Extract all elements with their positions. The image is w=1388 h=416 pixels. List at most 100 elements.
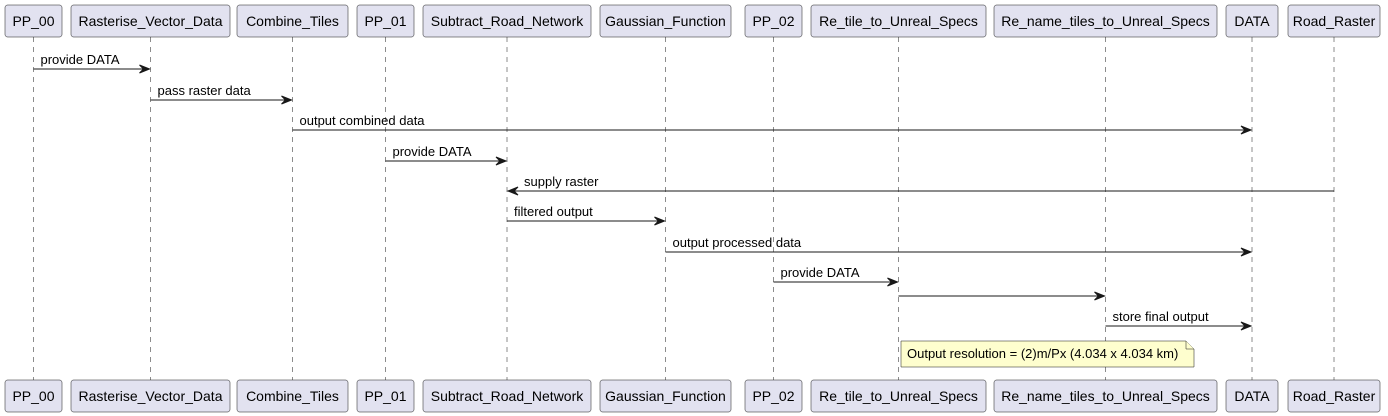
arrowhead [1094, 291, 1106, 301]
participant-top-p2: Combine_Tiles [236, 4, 349, 38]
note-fold [1185, 341, 1194, 350]
message-4: supply raster [506, 174, 1334, 196]
message-label: pass raster data [158, 83, 252, 98]
participant-label: DATA [1234, 388, 1270, 404]
participant-box [236, 4, 349, 38]
participant-box [993, 379, 1218, 413]
participant-bottom-p1: Rasterise_Vector_Data [70, 379, 231, 413]
note: Output resolution = (2)m/Px (4.034 x 4.0… [900, 340, 1195, 368]
participants-top: PP_00 Rasterise_Vector_Data Combine_Tiles P… [4, 4, 1381, 38]
participant-label: Re_name_tiles_to_Unreal_Specs [1001, 13, 1210, 29]
message-label: output processed data [673, 235, 802, 250]
message-label: supply raster [524, 174, 599, 189]
participant-top-p9: DATA [1225, 4, 1279, 38]
message-3: provide DATA [385, 144, 508, 166]
arrowhead [495, 156, 508, 166]
message-7: provide DATA [773, 265, 899, 287]
message-label: provide DATA [393, 144, 472, 159]
participant-top-p5: Gaussian_Function [599, 4, 732, 38]
participant-top-p4: Subtract_Road_Network [422, 4, 592, 38]
note-body [900, 340, 1195, 368]
participant-bottom-p8: Re_name_tiles_to_Unreal_Specs [993, 379, 1218, 413]
participant-label: PP_02 [752, 13, 794, 29]
message-label: output combined data [300, 113, 426, 128]
participant-label: Subtract_Road_Network [431, 388, 585, 404]
participant-box [810, 4, 987, 38]
message-2: output combined data [292, 113, 1253, 135]
participant-box [4, 4, 63, 38]
arrowhead [1240, 321, 1253, 331]
participant-top-p7: Re_tile_to_Unreal_Specs [810, 4, 987, 38]
participant-label: PP_02 [752, 388, 794, 404]
arrowhead [887, 277, 899, 287]
participant-label: Combine_Tiles [246, 388, 339, 404]
message-1: pass raster data [150, 83, 293, 105]
note-text: Output resolution = (2)m/Px (4.034 x 4.0… [907, 346, 1178, 361]
participant-box [1225, 4, 1279, 38]
participant-label: Re_name_tiles_to_Unreal_Specs [1001, 388, 1210, 404]
participant-box [422, 379, 592, 413]
arrowhead [506, 186, 519, 196]
message-label: store final output [1113, 309, 1210, 324]
participant-box [744, 4, 803, 38]
participant-top-p0: PP_00 [4, 4, 63, 38]
participant-top-p3: PP_01 [356, 4, 415, 38]
participant-bottom-p5: Gaussian_Function [599, 379, 732, 413]
participant-box [993, 4, 1218, 38]
message-9: store final output [1105, 309, 1253, 331]
participant-bottom-p6: PP_02 [744, 379, 803, 413]
participant-top-p1: Rasterise_Vector_Data [70, 4, 231, 38]
arrowhead [139, 64, 151, 74]
participant-label: Gaussian_Function [605, 388, 726, 404]
participant-box [1287, 4, 1381, 38]
participant-label: DATA [1234, 13, 1270, 29]
arrowhead [1240, 125, 1253, 135]
participant-label: Rasterise_Vector_Data [79, 388, 223, 404]
arrowhead [1240, 247, 1253, 257]
message-6: output processed data [665, 235, 1253, 257]
participant-box [70, 379, 231, 413]
participant-box [70, 4, 231, 38]
participant-box [744, 379, 803, 413]
participant-bottom-p9: DATA [1225, 379, 1279, 413]
participant-label: Subtract_Road_Network [431, 13, 585, 29]
message-label: filtered output [514, 204, 593, 219]
message-label: provide DATA [781, 265, 860, 280]
message-0: provide DATA [33, 52, 151, 74]
participant-box [599, 379, 732, 413]
participant-bottom-p10: Road_Raster [1287, 379, 1381, 413]
participant-box [1225, 379, 1279, 413]
messages: provide DATA pass raster data output combi… [33, 52, 1334, 331]
participant-top-p10: Road_Raster [1287, 4, 1381, 38]
participant-top-p6: PP_02 [744, 4, 803, 38]
participants-bottom: PP_00 Rasterise_Vector_Data Combine_Tiles P… [4, 379, 1381, 413]
participant-bottom-p2: Combine_Tiles [236, 379, 349, 413]
participant-box [810, 379, 987, 413]
participant-box [1287, 379, 1381, 413]
arrowhead [654, 216, 666, 226]
arrowhead [281, 95, 293, 105]
participant-label: Rasterise_Vector_Data [79, 13, 223, 29]
message-8 [898, 291, 1106, 301]
participant-box [236, 379, 349, 413]
participant-label: Road_Raster [1293, 388, 1376, 404]
participant-label: PP_01 [364, 388, 406, 404]
participant-bottom-p0: PP_00 [4, 379, 63, 413]
participant-bottom-p7: Re_tile_to_Unreal_Specs [810, 379, 987, 413]
participant-label: PP_00 [12, 388, 54, 404]
participant-top-p8: Re_name_tiles_to_Unreal_Specs [993, 4, 1218, 38]
lifelines [33, 37, 1335, 380]
participant-box [356, 4, 415, 38]
participant-box [4, 379, 63, 413]
participant-bottom-p3: PP_01 [356, 379, 415, 413]
message-label: provide DATA [41, 52, 120, 67]
participant-box [356, 379, 415, 413]
participant-label: Re_tile_to_Unreal_Specs [819, 388, 978, 404]
participant-label: Road_Raster [1293, 13, 1376, 29]
participant-box [422, 4, 592, 38]
participant-label: Re_tile_to_Unreal_Specs [819, 13, 978, 29]
participant-label: PP_01 [364, 13, 406, 29]
participant-label: PP_00 [12, 13, 54, 29]
participant-label: Combine_Tiles [246, 13, 339, 29]
